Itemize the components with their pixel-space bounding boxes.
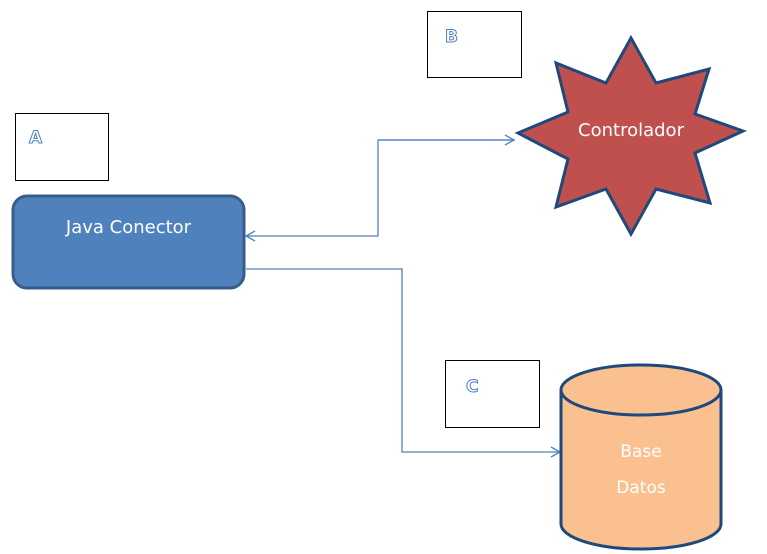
- connector-to-java: [244, 139, 515, 242]
- label-box-a: A: [15, 113, 109, 181]
- java-connector-node: [11, 194, 246, 290]
- database-label-line2: Datos: [616, 478, 666, 498]
- database-cylinder-node: [559, 363, 723, 551]
- label-c: C: [465, 377, 479, 398]
- java-connector-label: Java Conector: [65, 217, 192, 238]
- database-label-line1: Base: [620, 442, 662, 462]
- label-box-c: C: [445, 360, 540, 428]
- controller-star-node: [514, 34, 747, 238]
- connector-to-database: [246, 268, 562, 458]
- label-a: A: [28, 128, 43, 149]
- controller-label: Controlador: [578, 120, 684, 141]
- label-box-b: B: [427, 11, 522, 78]
- label-b: B: [445, 27, 459, 48]
